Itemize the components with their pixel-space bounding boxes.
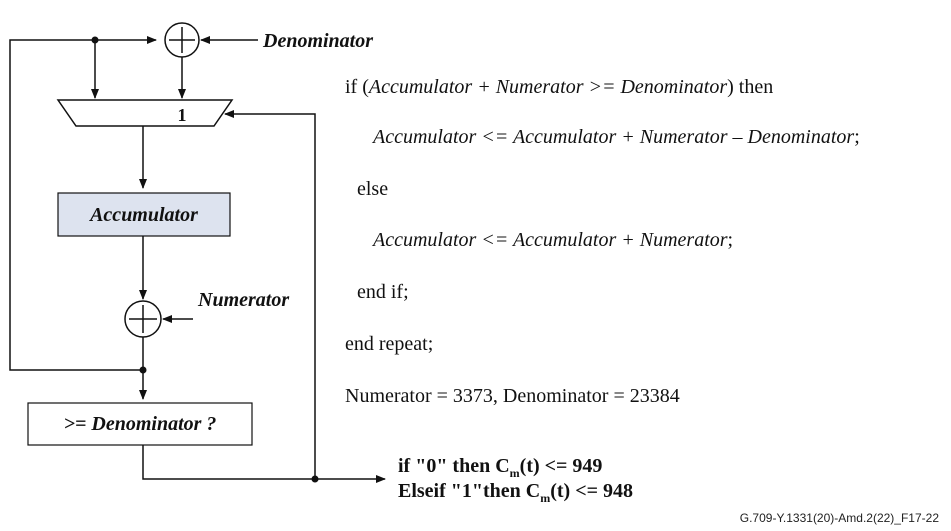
comparator-label: >= Denominator ? xyxy=(64,413,217,435)
multiplexer xyxy=(56,99,234,127)
code-line-then-assign: Accumulator <= Accumulator + Numerator –… xyxy=(373,126,860,148)
feedback-wire xyxy=(9,36,157,371)
wire-select-line xyxy=(224,110,316,479)
mux-select-label: 1 xyxy=(178,105,187,125)
junction-dot-bottom xyxy=(139,366,147,374)
code-line-if: if (Accumulator + Numerator >= Denominat… xyxy=(345,76,774,98)
code-line-else: else xyxy=(357,178,389,200)
comparator-box xyxy=(27,402,253,446)
wire-comparator-output xyxy=(142,445,386,483)
junction-dot-output xyxy=(311,475,319,483)
accumulator-label: Accumulator xyxy=(88,204,198,226)
code-line-end-repeat: end repeat; xyxy=(345,333,434,355)
output-line-0: if "0" then Cm(t) <= 949 xyxy=(398,455,603,480)
code-line-else-assign: Accumulator <= Accumulator + Numerator; xyxy=(373,229,734,251)
code-line-parameters: Numerator = 3373, Denominator = 23384 xyxy=(345,385,680,407)
bottom-adder-input-label: Numerator xyxy=(197,289,289,311)
output-line-1: Elseif "1"then Cm(t) <= 948 xyxy=(398,480,633,505)
code-line-end-if: end if; xyxy=(357,281,409,303)
top-adder-input-label: Denominator xyxy=(262,30,373,52)
code-condition: Accumulator + Numerator >= Denominator xyxy=(368,76,728,98)
junction-dot-top xyxy=(91,36,99,44)
accumulator-box xyxy=(57,192,231,237)
figure-id: G.709-Y.1331(20)-Amd.2(22)_F17-22 xyxy=(739,511,939,525)
